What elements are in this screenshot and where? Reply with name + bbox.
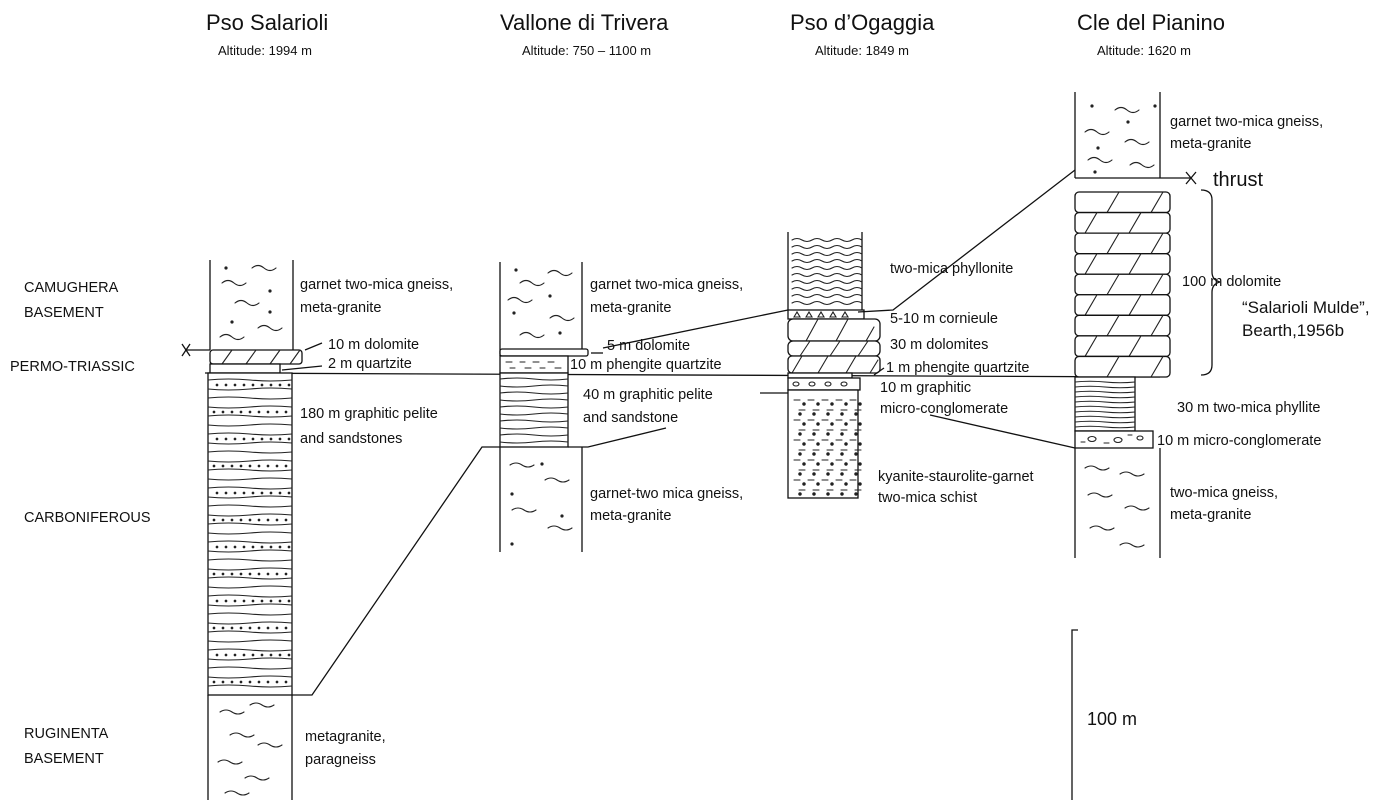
label-pia-gneiss-1: garnet two-mica gneiss, (1170, 114, 1323, 130)
column-altitude-salarioli: Altitude: 1994 m (218, 43, 312, 58)
ogaggia-dolomite-1 (787, 318, 881, 342)
label-oga-conglomerate-1: 10 m graphitic (880, 380, 971, 396)
label-tri-pelite-2: and sandstone (583, 410, 678, 426)
label-pia-conglomerate: 10 m micro-conglomerate (1157, 433, 1321, 449)
column-title-trivera: Vallone di Trivera (500, 10, 669, 35)
salarioli-quartzite-bed (209, 363, 281, 374)
label-oga-schist-1: kyanite-staurolite-garnet (878, 469, 1034, 485)
label-tri-quartzite: 10 m phengite quartzite (570, 357, 722, 373)
label-pia-mulde-1: “Salarioli Mulde”, (1242, 298, 1370, 317)
label-sal-gneiss-1: garnet two-mica gneiss, (300, 277, 453, 293)
pianino-dolomite-brace (1200, 189, 1221, 376)
label-oga-conglomerate-2: micro-conglomerate (880, 401, 1008, 417)
ogaggia-cornieule-bed (787, 309, 865, 320)
column-trivera (499, 262, 589, 552)
label-oga-schist-2: two-mica schist (878, 490, 977, 506)
unit-ruginenta-line1: RUGINENTA (24, 726, 109, 742)
ogaggia-quartzite-bed (787, 372, 853, 379)
label-pia-dolomite: 100 m dolomite (1182, 274, 1281, 290)
scale-bar: 100 m (1071, 629, 1137, 800)
unit-ruginenta-line2: BASEMENT (24, 751, 104, 767)
column-pianino (1074, 92, 1197, 558)
permo-triassic-datum-line (204, 372, 1161, 378)
column-altitude-pianino: Altitude: 1620 m (1097, 43, 1191, 58)
column-titles: Pso Salarioli Altitude: 1994 m Vallone d… (206, 10, 1225, 58)
unit-permo-triassic: PERMO-TRIASSIC (10, 359, 135, 375)
label-oga-dolomites: 30 m dolomites (890, 337, 988, 353)
column-title-salarioli: Pso Salarioli (206, 10, 328, 35)
unit-camughera-line1: CAMUGHERA (24, 280, 119, 296)
label-oga-cornieule: 5-10 m cornieule (890, 311, 998, 327)
pianino-thrust-cross (1185, 171, 1197, 185)
unit-carboniferous: CARBONIFEROUS (24, 510, 151, 526)
column-title-ogaggia: Pso d’Ogaggia (790, 10, 935, 35)
label-pia-phyllite: 30 m two-mica phyllite (1177, 400, 1320, 416)
column-altitude-ogaggia: Altitude: 1849 m (815, 43, 909, 58)
ogaggia-dolomite-3 (787, 355, 881, 374)
unit-camughera-line2: BASEMENT (24, 305, 104, 321)
label-pia-base-2: meta-granite (1170, 507, 1251, 523)
label-pia-base-1: two-mica gneiss, (1170, 485, 1278, 501)
label-pia-gneiss-2: meta-granite (1170, 136, 1251, 152)
label-pia-thrust: thrust (1213, 169, 1263, 191)
label-sal-base-2: paragneiss (305, 752, 376, 768)
label-tri-gneiss-2: meta-granite (590, 300, 671, 316)
column-title-pianino: Cle del Pianino (1077, 10, 1225, 35)
label-sal-pelite-2: and sandstones (300, 431, 402, 447)
correlation-line-carboniferous-base (292, 446, 500, 696)
unit-labels: CAMUGHERA BASEMENT PERMO-TRIASSIC CARBON… (10, 280, 151, 767)
label-tri-base-2: meta-granite (590, 508, 671, 524)
scale-bar-line (1071, 629, 1078, 800)
label-tri-gneiss-1: garnet two-mica gneiss, (590, 277, 743, 293)
pianino-dolomite-stack (1074, 191, 1171, 378)
column-ogaggia (787, 232, 881, 499)
label-tri-dolomite: 5 m dolomite (607, 338, 690, 354)
correlation-line-dolomite (602, 309, 789, 349)
label-sal-dolomite: 10 m dolomite (328, 337, 419, 353)
label-oga-quartzite: 1 m phengite quartzite (886, 360, 1029, 376)
correlation-line-conglomerate (929, 414, 1076, 449)
label-tri-pelite-1: 40 m graphitic pelite (583, 387, 713, 403)
label-sal-base-1: metagranite, (305, 729, 386, 745)
column-altitude-trivera: Altitude: 750 – 1100 m (522, 43, 651, 58)
label-sal-quartzite: 2 m quartzite (328, 356, 412, 372)
column-salarioli (207, 260, 303, 800)
trivera-dolomite-bed (499, 348, 589, 357)
scale-bar-label: 100 m (1087, 709, 1137, 729)
label-pia-mulde-2: Bearth,1956b (1242, 321, 1344, 340)
ogaggia-phyllonite-pointer (857, 169, 1076, 313)
label-sal-gneiss-2: meta-granite (300, 300, 381, 316)
thrust-cross-salarioli (181, 343, 191, 357)
trivera-quartzite-bed (499, 355, 569, 374)
trivera-pelite-pointer (568, 427, 667, 448)
label-sal-pelite-1: 180 m graphitic pelite (300, 406, 438, 422)
label-oga-phyllonite: two-mica phyllonite (890, 261, 1013, 277)
label-tri-base-1: garnet-two mica gneiss, (590, 486, 743, 502)
